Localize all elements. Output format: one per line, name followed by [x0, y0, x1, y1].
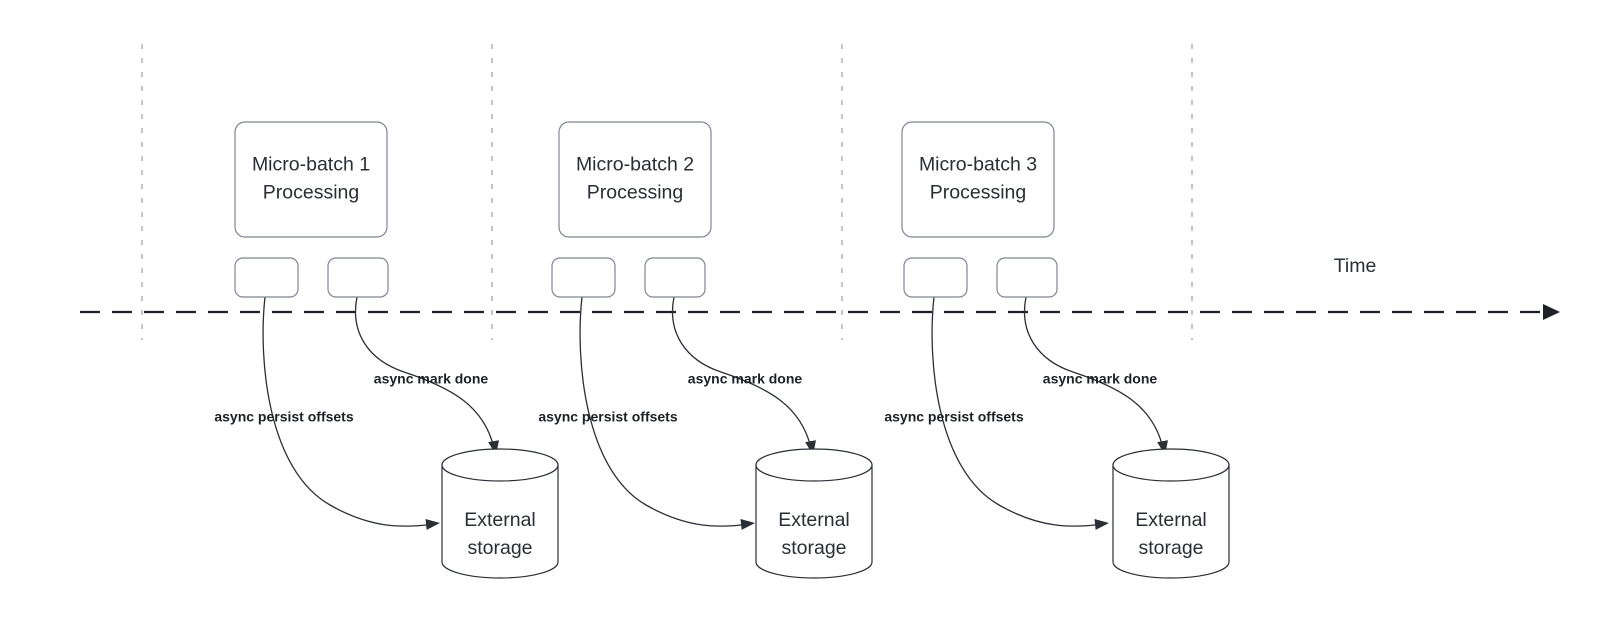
- timeline-layer: Time: [80, 255, 1560, 320]
- external-storage-cylinder-top: [1112, 448, 1230, 482]
- edge-layer: [262, 296, 1168, 530]
- task-box-2b[interactable]: [644, 257, 706, 298]
- micro-batch-label-line1: Micro-batch 2: [576, 154, 694, 176]
- external-storage-label-line1: External: [778, 509, 850, 531]
- external-storage-label-line1: External: [1135, 509, 1207, 531]
- edge-persist-offsets-3: [931, 296, 1105, 527]
- external-storage-cylinder-top: [441, 448, 559, 482]
- edge-mark-done-1-label: async mark done: [374, 371, 489, 387]
- external-storage-cylinder-body[interactable]: [755, 464, 873, 579]
- edge-persist-offsets-1-label: async persist offsets: [214, 409, 353, 425]
- external-storage-label-line2: storage: [467, 537, 532, 559]
- edge-mark-done-2-label: async mark done: [688, 371, 803, 387]
- edge-mark-done-3-label: async mark done: [1043, 371, 1158, 387]
- external-storage-cylinder-body[interactable]: [1112, 464, 1230, 579]
- edge-persist-offsets-1-arrowhead-icon: [425, 518, 440, 530]
- micro-batch-processing-box[interactable]: [558, 121, 712, 238]
- external-storage-cylinder-top: [755, 448, 873, 482]
- edge-mark-done-1: [354, 296, 495, 449]
- task-box-3b[interactable]: [996, 257, 1058, 298]
- external-storage-cylinder-body[interactable]: [441, 464, 559, 579]
- edge-persist-offsets-2-label: async persist offsets: [538, 409, 677, 425]
- edge-persist-offsets-3-arrowhead-icon: [1094, 518, 1109, 530]
- edge-persist-offsets-2-arrowhead-icon: [740, 518, 755, 530]
- edge-mark-done-2: [671, 296, 812, 449]
- micro-batch-label-line2: Processing: [587, 182, 683, 204]
- micro-batch-processing-box[interactable]: [234, 121, 388, 238]
- external-storage-label-line2: storage: [781, 537, 846, 559]
- edge-persist-offsets-2: [579, 296, 751, 527]
- task-box-1a[interactable]: [234, 257, 299, 298]
- external-storage-label-line2: storage: [1138, 537, 1203, 559]
- edge-label-layer: async persist offsets async mark done asyn…: [214, 371, 1157, 425]
- micro-batch-processing-box[interactable]: [901, 121, 1055, 238]
- external-storage-label-line1: External: [464, 509, 536, 531]
- time-axis-label: Time: [1334, 255, 1377, 277]
- micro-batch-label-line1: Micro-batch 3: [919, 154, 1037, 176]
- task-box-1b[interactable]: [327, 257, 389, 298]
- time-axis-arrowhead-icon: [1543, 304, 1560, 320]
- micro-batch-label-line2: Processing: [263, 182, 359, 204]
- edge-mark-done-3: [1023, 296, 1164, 449]
- task-box-2a[interactable]: [551, 257, 616, 298]
- micro-batch-label-line2: Processing: [930, 182, 1026, 204]
- micro-batch-label-line1: Micro-batch 1: [252, 154, 370, 176]
- edge-persist-offsets-1: [262, 296, 436, 527]
- edge-persist-offsets-3-label: async persist offsets: [884, 409, 1023, 425]
- task-box-3a[interactable]: [903, 257, 968, 298]
